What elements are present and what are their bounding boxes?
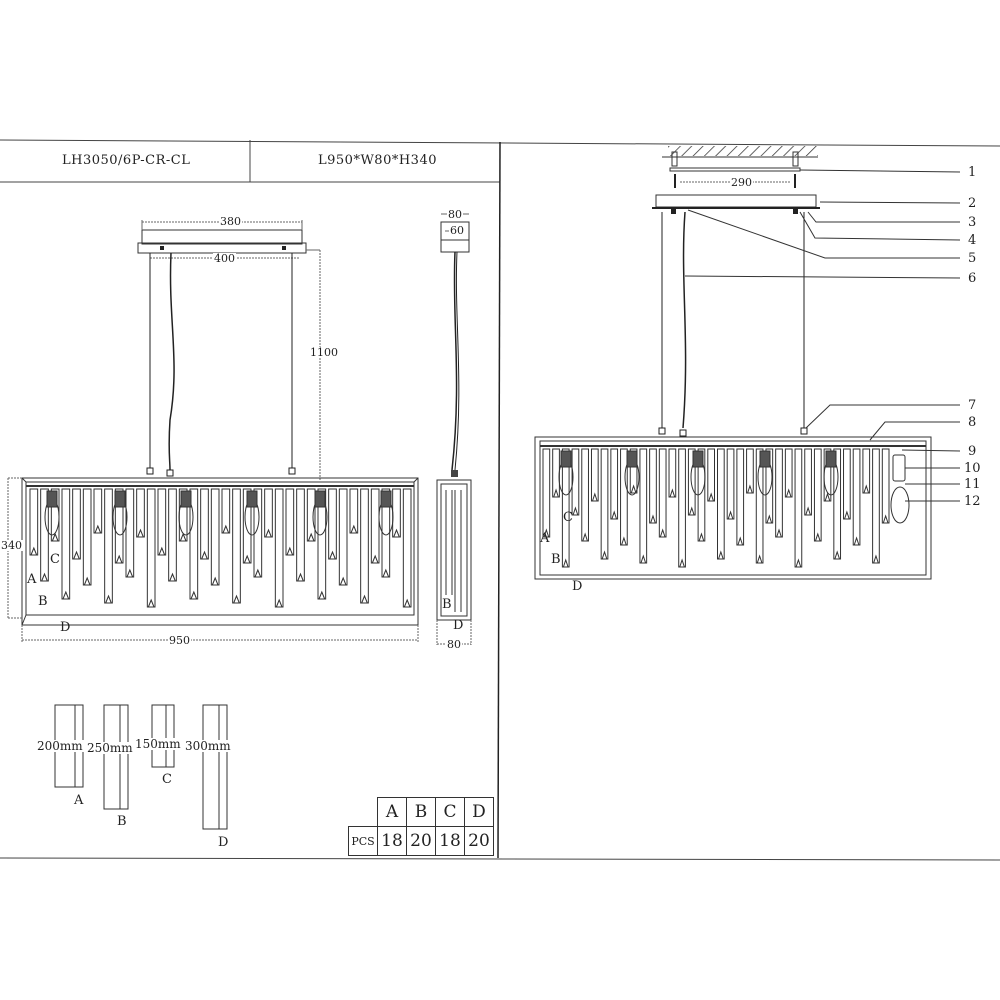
- overall-dimensions: L950*W80*H340: [318, 153, 437, 168]
- callout-3: 3: [968, 215, 977, 230]
- pcs-table: A B C D PCS 18 20 18 20: [348, 797, 494, 856]
- callout-8: 8: [968, 415, 977, 430]
- install-label-c: C: [563, 510, 573, 525]
- dim-fixture-height: 340: [0, 539, 23, 552]
- callout-4: 4: [968, 233, 977, 248]
- callout-2: 2: [968, 196, 977, 211]
- crystal-d-length: 300mm: [184, 739, 232, 753]
- pcs-row-label: PCS: [348, 826, 378, 856]
- dim-canopy-inner: 60: [449, 224, 465, 237]
- pcs-header-b: B: [406, 797, 436, 827]
- dim-drop-height: 1100: [309, 346, 339, 359]
- crystal-label-a: A: [27, 572, 37, 587]
- callout-7: 7: [968, 398, 977, 413]
- callout-11: 11: [964, 477, 981, 492]
- dim-mount-span: 400: [213, 252, 236, 265]
- crystal-c-label: C: [162, 772, 172, 787]
- callout-12: 12: [964, 494, 981, 509]
- crystal-b-label: B: [117, 814, 127, 829]
- side-crystal-label-b: B: [442, 597, 452, 612]
- install-label-a: A: [540, 531, 550, 546]
- crystal-label-c: C: [50, 552, 60, 567]
- crystal-label-d: D: [60, 620, 71, 635]
- dim-fixture-width: 80: [446, 638, 462, 651]
- callout-1: 1: [968, 165, 977, 180]
- dim-mount-spacing: 290: [730, 176, 753, 189]
- callout-6: 6: [968, 271, 977, 286]
- pcs-value-a: 18: [377, 826, 407, 856]
- crystal-label-b: B: [38, 594, 48, 609]
- pcs-value-c: 18: [435, 826, 465, 856]
- crystal-c-length: 150mm: [134, 737, 182, 751]
- side-crystal-label-d: D: [453, 618, 464, 633]
- pcs-header-a: A: [377, 797, 407, 827]
- pcs-header-c: C: [435, 797, 465, 827]
- callout-9: 9: [968, 444, 977, 459]
- install-label-b: B: [551, 552, 561, 567]
- pcs-value-b: 20: [406, 826, 436, 856]
- dim-canopy-width: 380: [219, 215, 242, 228]
- pcs-value-d: 20: [464, 826, 494, 856]
- crystal-a-label: A: [74, 793, 84, 808]
- dim-fixture-length: 950: [168, 634, 191, 647]
- callout-5: 5: [968, 251, 977, 266]
- crystal-d-label: D: [218, 835, 229, 850]
- callout-10: 10: [964, 461, 981, 476]
- install-label-d: D: [572, 579, 583, 594]
- crystal-b-length: 250mm: [86, 741, 134, 755]
- crystal-a-length: 200mm: [36, 739, 84, 753]
- pcs-header-d: D: [464, 797, 494, 827]
- dim-canopy-outer: 80: [447, 208, 463, 221]
- model-number: LH3050/6P-CR-CL: [62, 153, 191, 168]
